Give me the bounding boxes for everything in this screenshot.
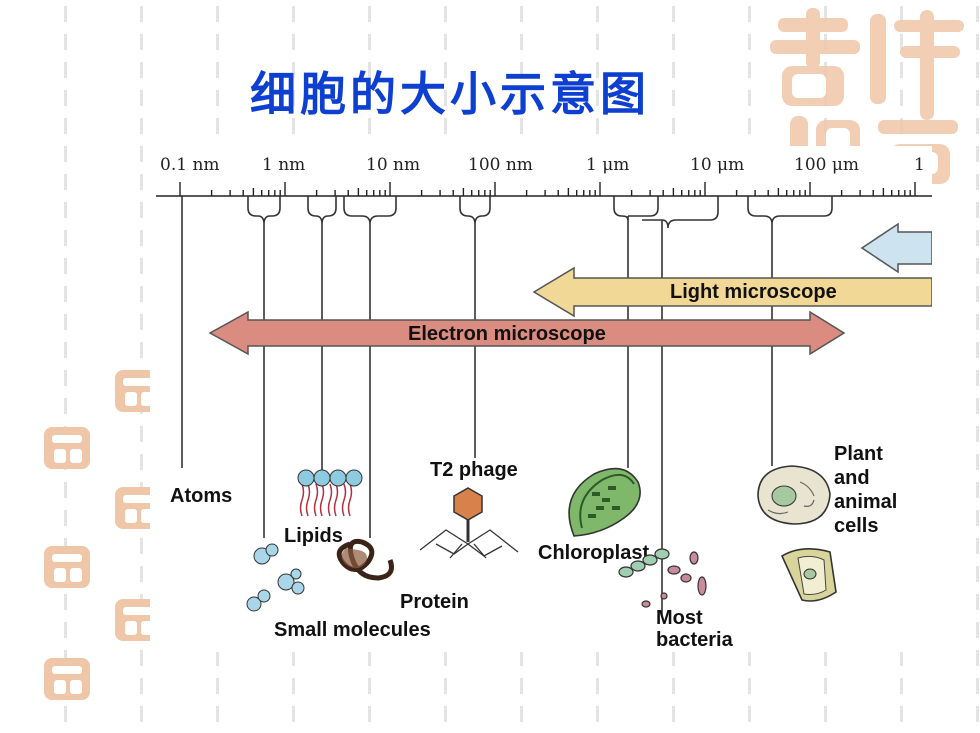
small-molecules-label: Small molecules bbox=[274, 619, 431, 641]
t2-phage-label: T2 phage bbox=[430, 459, 518, 481]
electron-microscope-label: Electron microscope bbox=[408, 323, 606, 345]
scale-label: 1 bbox=[914, 155, 925, 175]
blue-arrow bbox=[860, 222, 932, 274]
lipids-illustration bbox=[297, 469, 363, 517]
plant-label: Plant bbox=[834, 443, 883, 465]
lipids-label: Lipids bbox=[284, 525, 343, 547]
scale-label: 100 μm bbox=[794, 155, 859, 175]
seal-decoration bbox=[115, 487, 161, 529]
t2-phage-illustration bbox=[419, 487, 519, 559]
scale-label: 10 μm bbox=[690, 155, 744, 175]
protein-label: Protein bbox=[400, 591, 469, 613]
protein-fill bbox=[341, 548, 367, 569]
small-molecules-illustration bbox=[246, 543, 305, 612]
and-label: and bbox=[834, 467, 870, 489]
most-label: Most bbox=[656, 607, 703, 629]
bacteria-label: bacteria bbox=[656, 629, 734, 651]
light-microscope-label: Light microscope bbox=[670, 281, 837, 303]
seal-decoration bbox=[44, 427, 90, 469]
chloroplast-illustration bbox=[568, 467, 641, 537]
slide-title: 细胞的大小示意图 bbox=[250, 67, 650, 121]
chloroplast-label: Chloroplast bbox=[538, 542, 649, 564]
seal-decoration bbox=[115, 370, 161, 412]
scale-label: 10 nm bbox=[366, 155, 420, 175]
log-scale-ruler bbox=[156, 182, 932, 197]
seal-decoration bbox=[44, 658, 90, 700]
electron-microscope-arrow: Electron microscope bbox=[208, 310, 846, 356]
cell-size-figure: 0.1 nm 1 nm 10 nm 100 nm 1 μm 10 μm 100 … bbox=[150, 146, 932, 652]
scale-label: 1 μm bbox=[586, 155, 629, 175]
scale-labels: 0.1 nm 1 nm 10 nm 100 nm 1 μm 10 μm 100 … bbox=[160, 155, 925, 175]
light-microscope-arrow: Light microscope bbox=[532, 266, 932, 318]
size-brackets bbox=[181, 196, 833, 616]
cell-size-diagram: 0.1 nm 1 nm 10 nm 100 nm 1 μm 10 μm 100 … bbox=[156, 155, 932, 651]
cells-illustration bbox=[757, 465, 837, 602]
bacteria-illustration bbox=[618, 548, 707, 608]
scale-label: 0.1 nm bbox=[160, 155, 220, 175]
animal-label: animal bbox=[834, 491, 897, 513]
scale-label: 100 nm bbox=[468, 155, 533, 175]
scale-label: 1 nm bbox=[262, 155, 305, 175]
protein-illustration bbox=[336, 538, 394, 581]
seal-decoration bbox=[44, 546, 90, 588]
cells-label: cells bbox=[834, 515, 878, 537]
atoms-label: Atoms bbox=[170, 485, 232, 507]
